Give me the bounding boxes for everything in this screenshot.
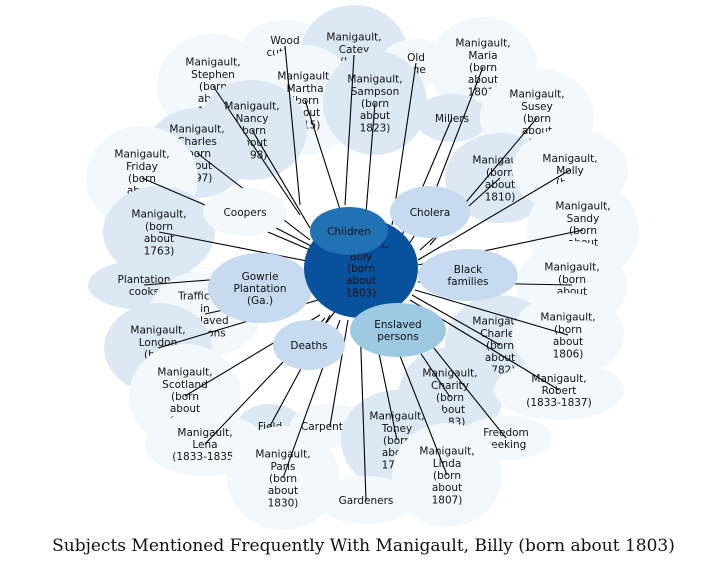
gowrie-plantation-bubble: [208, 253, 312, 323]
deaths-bubble: [273, 320, 345, 370]
node-coopers[interactable]: Coopers: [203, 188, 287, 236]
edge-manigault-sampson: [364, 102, 376, 226]
edge-manigault-martha: [304, 99, 346, 226]
edge-old-age: [391, 62, 417, 226]
edge-manigault-stephen: [212, 85, 301, 216]
edge-manigault-1763: [158, 231, 313, 263]
edge-manigault-catey: [344, 54, 355, 206]
edge-gardeners: [359, 321, 367, 501]
edge-manigault-molly: [417, 169, 571, 261]
edge-manigault-1806: [414, 289, 569, 336]
diagram-title: Subjects Mentioned Frequently With Manig…: [52, 536, 675, 556]
node-cholera[interactable]: Cholera: [390, 186, 470, 238]
enslaved-persons-bubble: [350, 303, 446, 357]
children-bubble: [310, 207, 388, 255]
coopers-label: Coopers: [223, 207, 266, 219]
edge-wood-cutters: [284, 45, 301, 206]
network-diagram: WoodcuttersManigault,Catey(bornaboutOlda…: [86, 5, 639, 530]
black-families-bubble: [418, 249, 518, 301]
edge-manigault-nancy: [251, 129, 311, 229]
deaths-label: Deaths: [290, 340, 327, 352]
coopers-bubble: [203, 188, 287, 236]
edge-manigault-charles-1782: [411, 294, 501, 346]
children-label: Children: [327, 226, 371, 238]
cholera-bubble: [390, 186, 470, 238]
manigault-robert-label: Manigault,Robert(1833-1837): [526, 373, 591, 409]
cholera-label: Cholera: [410, 207, 451, 219]
node-deaths[interactable]: Deaths: [273, 320, 345, 370]
edge-carpenters: [329, 319, 349, 427]
gardeners-label: Gardeners: [339, 495, 394, 507]
node-children[interactable]: Children: [310, 207, 388, 255]
